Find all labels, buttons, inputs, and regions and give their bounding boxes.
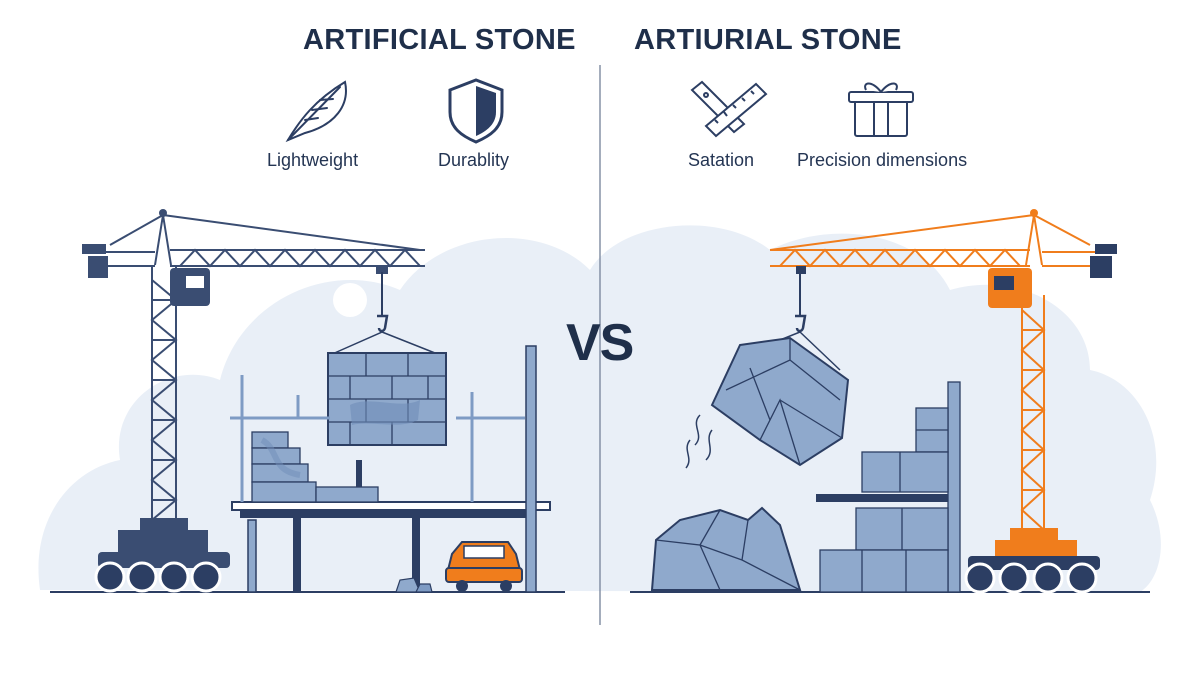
left-hook-and-load [327, 272, 447, 446]
feather-icon [285, 80, 347, 143]
vs-label: VS [566, 314, 634, 372]
feature-label-durability: Durablity [438, 150, 510, 170]
gift-box-icon [848, 82, 914, 137]
ruler-icon [690, 80, 768, 138]
right-block-wall [816, 381, 961, 593]
right-heading: ARTIURIAL STONE [634, 24, 902, 56]
natural-rock-pile [650, 506, 802, 591]
left-crane-wheels [94, 561, 222, 593]
orange-vehicle [445, 541, 523, 592]
feature-label-satation: Satation [688, 150, 755, 170]
right-crane-wheels [964, 562, 1098, 594]
right-hook-and-load [685, 272, 850, 469]
shield-icon [448, 78, 504, 144]
right-crane-solid-parts [796, 209, 1117, 570]
left-crane-solid-parts [82, 209, 388, 568]
left-building-frame [230, 345, 551, 593]
feature-label-lightweight: Lightweight [267, 150, 359, 170]
sun-circle [333, 283, 367, 317]
feature-label-precision: Precision dimensions [797, 150, 968, 170]
left-heading: ARTIFICIAL STONE [303, 24, 576, 56]
left-tower-crane [95, 214, 425, 521]
